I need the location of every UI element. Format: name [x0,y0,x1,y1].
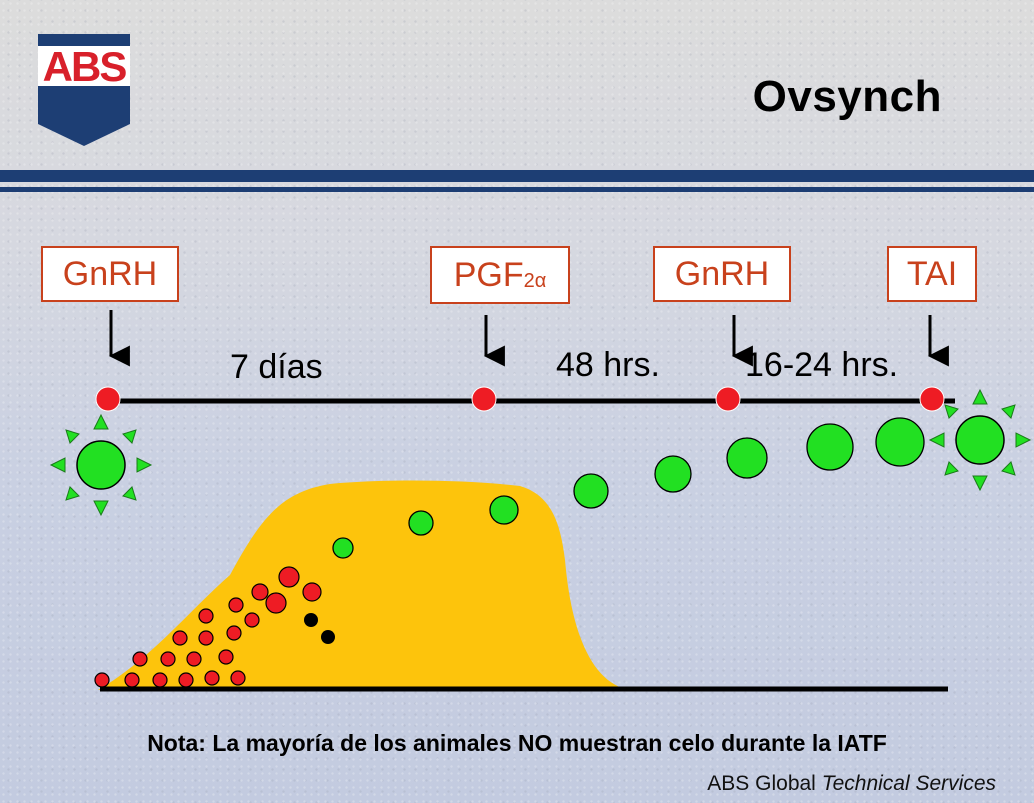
event-label-subscript: 2α [523,269,547,292]
header-rule-thick [0,170,1034,182]
follicle [408,510,434,536]
event-dot [95,386,121,412]
slide-footer: ABS Global Technical Services [707,772,996,796]
slide-note: Nota: La mayoría de los animales NO mues… [147,730,887,756]
interval-label-2: 48 hrs. [556,346,660,384]
event-dot [919,386,945,412]
follicle [726,437,768,479]
interval-label-3: 16-24 hrs. [745,346,899,384]
follicle-growth-sequence [332,417,925,559]
follicle [489,495,519,525]
interval-label-1: 7 días [230,348,323,386]
follicle [654,455,692,493]
follicle [573,473,609,509]
event-label-tai: TAI [887,246,977,302]
event-dot [715,386,741,412]
header-rule-thin [0,187,1034,192]
slide-title: Ovsynch [752,72,942,121]
event-dot [471,386,497,412]
heat-curve [98,480,630,690]
ovulation-icon-left [49,413,153,517]
timeline-dots [95,386,945,412]
follicle [875,417,925,467]
heat-dots [94,566,322,688]
event-label-text: TAI [906,254,958,293]
footer-brand: ABS Global [707,772,816,795]
svg-text:ABS: ABS [43,43,127,90]
event-label-text: GnRH [674,254,770,293]
event-label-gnrh-2: GnRH [653,246,791,302]
non-heat-dots [304,613,335,644]
footer-italic: Technical Services [821,772,996,795]
event-label-text: PGF [453,255,524,294]
event-label-gnrh-1: GnRH [41,246,179,302]
abs-logo: ABS [38,34,130,146]
follicle [332,537,354,559]
event-label-text: GnRH [62,254,158,293]
ovulation-icon-right [928,388,1032,492]
follicle [806,423,854,471]
